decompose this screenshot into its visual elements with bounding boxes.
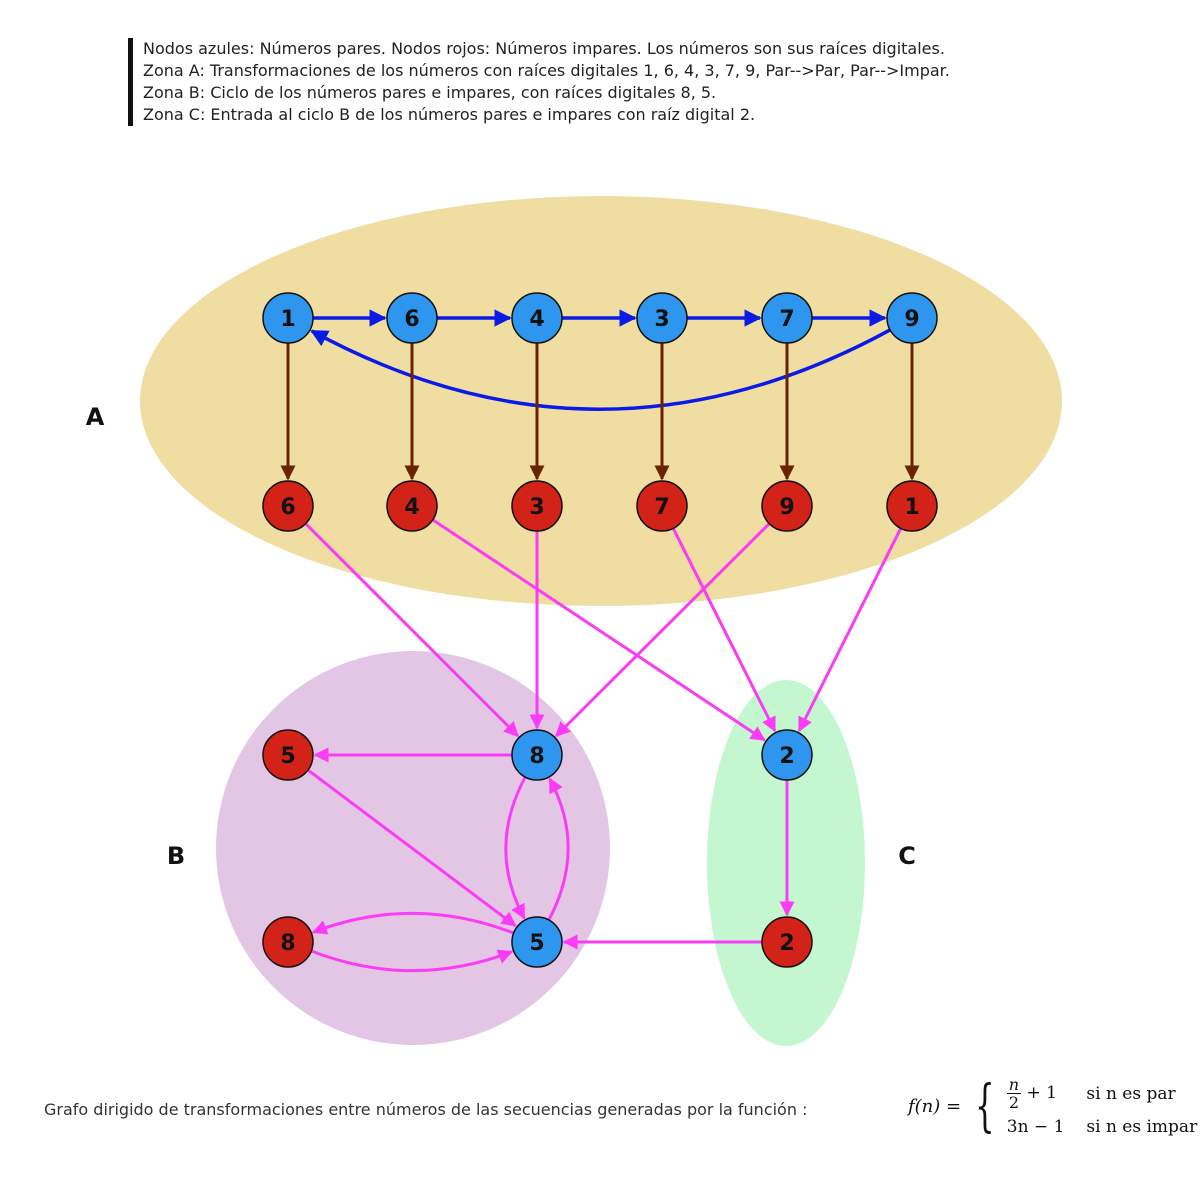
node-e3: 3: [636, 292, 688, 344]
edge-e5b-to-o8b: [311, 911, 515, 935]
node-label: 7: [654, 495, 669, 520]
edge-e8b-to-e5b: [504, 776, 527, 920]
node-e1: 1: [262, 292, 314, 344]
formula-brace: {: [975, 1073, 995, 1139]
node-circle: [511, 916, 563, 968]
node-label: 9: [904, 307, 919, 332]
node-label: 5: [529, 931, 544, 956]
node-circle: [386, 292, 438, 344]
node-o2c: 2: [761, 916, 813, 968]
node-o7: 7: [636, 480, 688, 532]
node-label: 1: [280, 307, 295, 332]
formula-fraction-denominator: 2: [1008, 1093, 1019, 1112]
caption: Grafo dirigido de transformaciones entre…: [44, 1100, 808, 1119]
formula-case-2-expr: 3n − 1: [1006, 1117, 1065, 1137]
legend-line: Zona A: Transformaciones de los números …: [143, 61, 950, 80]
node-label: 6: [280, 495, 295, 520]
edge-o7-to-e2c: [671, 527, 777, 733]
edge-o9-to-e8b: [555, 522, 771, 738]
node-circle: [886, 480, 938, 532]
node-e2c: 2: [761, 729, 813, 781]
node-label: 4: [404, 495, 419, 520]
edge-o6-to-e8b: [304, 522, 519, 737]
node-circle: [636, 292, 688, 344]
node-circle: [761, 292, 813, 344]
edge-o5b-to-e5b: [307, 768, 517, 927]
edge-e9-to-e1: [310, 328, 891, 411]
node-label: 6: [404, 307, 419, 332]
node-o6: 6: [262, 480, 314, 532]
edge-o8b-to-e5b: [310, 949, 514, 973]
node-circle: [636, 480, 688, 532]
zone-a-label: A: [86, 403, 105, 431]
formula-case-1-rest: + 1: [1026, 1083, 1057, 1103]
legend-line: Zona C: Entrada al ciclo B de los número…: [143, 105, 756, 124]
legend: Nodos azules: Números pares. Nodos rojos…: [128, 38, 950, 126]
formula-fraction: n 2: [1006, 1075, 1022, 1112]
node-label: 4: [529, 307, 544, 332]
formula-case-1-expr: n 2 + 1: [1006, 1075, 1065, 1112]
node-circle: [262, 729, 314, 781]
node-label: 9: [779, 495, 794, 520]
edge-o1-to-e2c: [797, 527, 903, 733]
node-e7: 7: [761, 292, 813, 344]
edge-o4-to-e2c: [431, 518, 766, 742]
legend-line: Zona B: Ciclo de los números pares e imp…: [143, 83, 717, 102]
node-circle: [511, 729, 563, 781]
zone-b-label: B: [167, 842, 185, 870]
node-e6: 6: [386, 292, 438, 344]
legend-line: Nodos azules: Números pares. Nodos rojos…: [143, 39, 945, 58]
formula-case-1-condition: si n es par: [1086, 1083, 1176, 1104]
node-o3: 3: [511, 480, 563, 532]
node-label: 3: [529, 495, 544, 520]
node-label: 2: [779, 931, 794, 956]
node-label: 8: [529, 744, 544, 769]
node-e9: 9: [886, 292, 938, 344]
node-circle: [886, 292, 938, 344]
nodes-layer: 1 6 4 3 7 9 6 4 3 7 9 1 5 8 8 5 2 2: [262, 292, 938, 968]
edges-layer: [280, 309, 920, 973]
formula-case-2-condition: si n es impar: [1086, 1117, 1198, 1137]
node-label: 1: [904, 495, 919, 520]
node-circle: [262, 916, 314, 968]
formula-fraction-numerator: n: [1006, 1075, 1022, 1094]
function-formula: f(n) = { n 2 + 1 si n es par 3n − 1 si n…: [908, 1076, 1197, 1137]
zone-c-label: C: [898, 842, 916, 870]
node-circle: [386, 480, 438, 532]
node-label: 8: [280, 931, 295, 956]
node-label: 5: [280, 744, 295, 769]
node-circle: [511, 480, 563, 532]
edge-e5b-to-e8b: [547, 777, 570, 921]
node-e8b: 8: [511, 729, 563, 781]
node-circle: [761, 729, 813, 781]
formula-lhs: f(n) =: [908, 1096, 962, 1117]
formula-cases: n 2 + 1 si n es par 3n − 1 si n es impar: [1006, 1075, 1198, 1137]
node-o4: 4: [386, 480, 438, 532]
node-label: 7: [779, 307, 794, 332]
node-label: 3: [654, 307, 669, 332]
node-circle: [761, 480, 813, 532]
node-label: 2: [779, 744, 794, 769]
node-o1: 1: [886, 480, 938, 532]
node-o5b: 5: [262, 729, 314, 781]
node-circle: [262, 292, 314, 344]
node-o9: 9: [761, 480, 813, 532]
node-circle: [761, 916, 813, 968]
node-circle: [262, 480, 314, 532]
node-o8b: 8: [262, 916, 314, 968]
node-circle: [511, 292, 563, 344]
node-e5b: 5: [511, 916, 563, 968]
node-e4: 4: [511, 292, 563, 344]
zone-a-region: [140, 196, 1062, 606]
